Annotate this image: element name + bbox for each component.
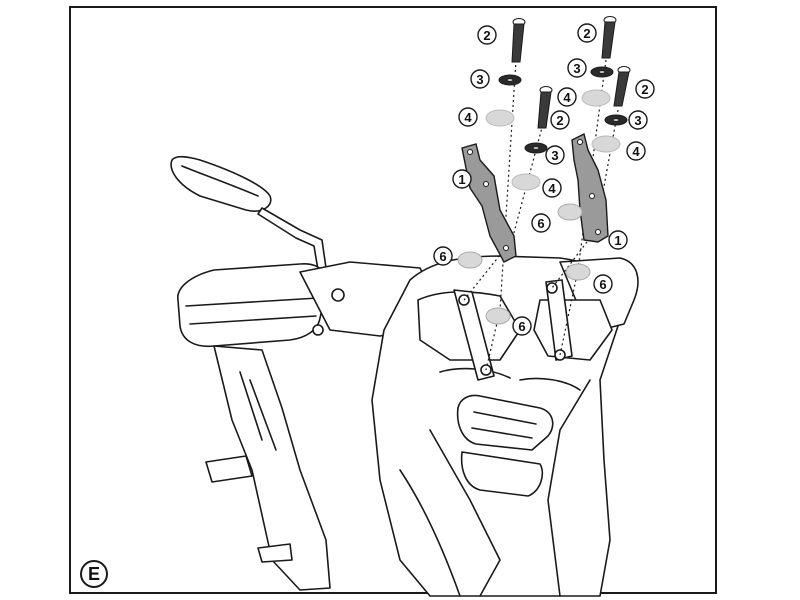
callout-spacer-3: 4 bbox=[626, 141, 646, 161]
svg-text:1: 1 bbox=[458, 172, 465, 187]
left-fork bbox=[213, 345, 331, 591]
callout-washer-3: 3 bbox=[628, 110, 648, 130]
screw-1 bbox=[511, 18, 526, 63]
left-mirror bbox=[170, 155, 272, 212]
step-indicator: E bbox=[80, 560, 108, 588]
screw-4 bbox=[613, 66, 631, 107]
callout-screw-3: 2 bbox=[635, 79, 655, 99]
svg-text:3: 3 bbox=[551, 148, 558, 163]
svg-text:2: 2 bbox=[641, 82, 648, 97]
svg-text:2: 2 bbox=[556, 113, 563, 128]
callout-bushing-1: 6 bbox=[433, 246, 453, 266]
callout-spacer-2: 4 bbox=[557, 87, 577, 107]
callout-washer-4: 3 bbox=[545, 145, 565, 165]
motorcycle-front-illustration bbox=[170, 155, 639, 597]
svg-text:4: 4 bbox=[632, 144, 640, 159]
spacers bbox=[485, 89, 621, 191]
callout-spacer-4: 4 bbox=[542, 178, 562, 198]
bushings bbox=[457, 203, 591, 325]
callouts: 2 2 2 2 3 3 bbox=[433, 23, 655, 336]
callout-bushing-4: 6 bbox=[512, 316, 532, 336]
headlight-upper bbox=[456, 394, 554, 451]
mount-holes bbox=[458, 282, 566, 376]
svg-text:6: 6 bbox=[439, 249, 446, 264]
callout-screw-1: 2 bbox=[477, 25, 497, 45]
bushing-2 bbox=[557, 203, 583, 221]
svg-text:6: 6 bbox=[518, 319, 525, 334]
bracket-left bbox=[461, 143, 517, 263]
screws bbox=[511, 16, 631, 129]
callout-bracket-2: 1 bbox=[608, 230, 628, 250]
step-label: E bbox=[88, 564, 100, 584]
callout-bushing-2: 6 bbox=[531, 213, 551, 233]
washers bbox=[498, 66, 628, 154]
spacer-1 bbox=[485, 109, 515, 127]
svg-text:2: 2 bbox=[583, 26, 590, 41]
svg-text:1: 1 bbox=[614, 233, 621, 248]
left-mirror-stem bbox=[257, 207, 327, 271]
callout-screw-2: 2 bbox=[577, 23, 597, 43]
callout-washer-1: 3 bbox=[470, 69, 490, 89]
spacer-2 bbox=[581, 89, 611, 107]
screw-3 bbox=[537, 86, 553, 129]
mount-hole-right-upper bbox=[546, 282, 558, 294]
callout-washer-2: 3 bbox=[567, 58, 587, 78]
svg-text:2: 2 bbox=[483, 28, 490, 43]
callout-bracket-1: 1 bbox=[452, 169, 472, 189]
bracket-left-shape bbox=[461, 143, 517, 263]
callout-spacer-1: 4 bbox=[458, 107, 478, 127]
bushing-1 bbox=[457, 251, 483, 269]
screw-2 bbox=[601, 16, 617, 59]
svg-text:4: 4 bbox=[563, 90, 571, 105]
bushing-3 bbox=[485, 307, 511, 325]
headlight-lower bbox=[460, 451, 544, 497]
callout-screw-4: 2 bbox=[550, 110, 570, 130]
svg-text:4: 4 bbox=[464, 110, 472, 125]
svg-text:3: 3 bbox=[573, 61, 580, 76]
bushing-4 bbox=[565, 263, 591, 281]
svg-text:6: 6 bbox=[537, 216, 544, 231]
callout-bushing-3: 6 bbox=[593, 274, 613, 294]
spacer-4 bbox=[591, 135, 621, 153]
left-handguard bbox=[177, 263, 328, 348]
svg-text:6: 6 bbox=[599, 277, 606, 292]
svg-text:3: 3 bbox=[634, 113, 641, 128]
spacer-3 bbox=[511, 173, 541, 191]
svg-text:4: 4 bbox=[548, 181, 556, 196]
svg-text:3: 3 bbox=[476, 72, 483, 87]
